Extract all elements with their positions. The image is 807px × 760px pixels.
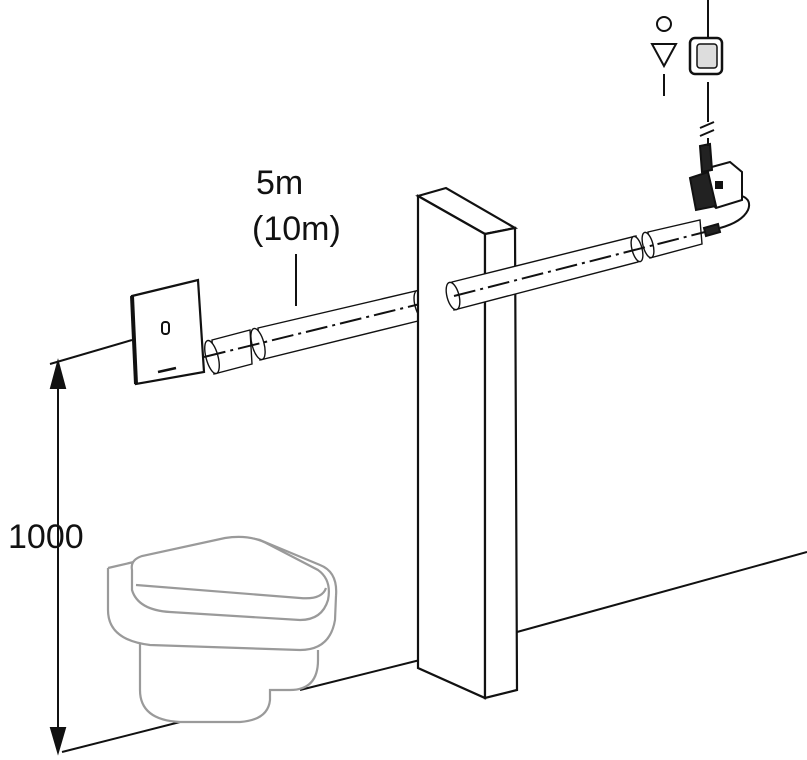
height-dimension (49, 339, 133, 756)
psu-cable-entry (698, 142, 714, 174)
toilet-base (138, 632, 290, 724)
conduit-left (204, 289, 429, 375)
floor-lines (61, 551, 807, 753)
cable-left (203, 303, 421, 358)
psu-indicator (715, 181, 723, 189)
flush-plate-bar (157, 366, 177, 374)
floor-line-right (516, 551, 807, 633)
toilet-seat-edge (135, 583, 328, 600)
floor-line-left-back (299, 659, 421, 691)
power-supply-unit-icon (688, 142, 751, 238)
toilet-seat-lid (130, 535, 330, 622)
sensor-flush-plate-icon (130, 278, 206, 386)
toilet-back (289, 650, 320, 692)
height-reference-line (49, 339, 133, 365)
height-label: 1000 (8, 518, 84, 556)
triangle-flush-symbol-icon (650, 16, 678, 96)
conduit-end-1 (204, 339, 220, 375)
height-arrow-bottom (49, 727, 67, 756)
psu-side (688, 170, 718, 212)
length-label: 5m (256, 164, 303, 202)
cable-loop (719, 195, 751, 229)
symbol-triangle (650, 43, 678, 69)
cable-break-2 (699, 129, 715, 137)
conduit-segment-2 (257, 289, 423, 361)
pillar-side (483, 226, 519, 700)
conduit-right (445, 219, 703, 311)
cable-right (453, 231, 706, 297)
cable-connector (702, 222, 722, 238)
pillar-front (416, 194, 487, 700)
symbol-circle (656, 16, 672, 32)
height-arrow-top (49, 358, 67, 389)
conduit-end-5 (641, 231, 655, 259)
switch-rocker (696, 43, 718, 69)
wall-hung-toilet-icon (106, 535, 338, 724)
floor-line-left-front (61, 721, 181, 753)
supply-cable (699, 0, 715, 146)
wall-switch-icon (688, 36, 724, 76)
length-alt-label: (10m) (252, 210, 341, 248)
wall-pillar (415, 186, 519, 700)
cable-dashed-left (203, 303, 421, 358)
cable-dashed-right (453, 231, 706, 297)
cable-break-1 (699, 121, 715, 129)
flush-plate-sensor (161, 321, 170, 335)
flush-plate-edge (130, 295, 138, 385)
